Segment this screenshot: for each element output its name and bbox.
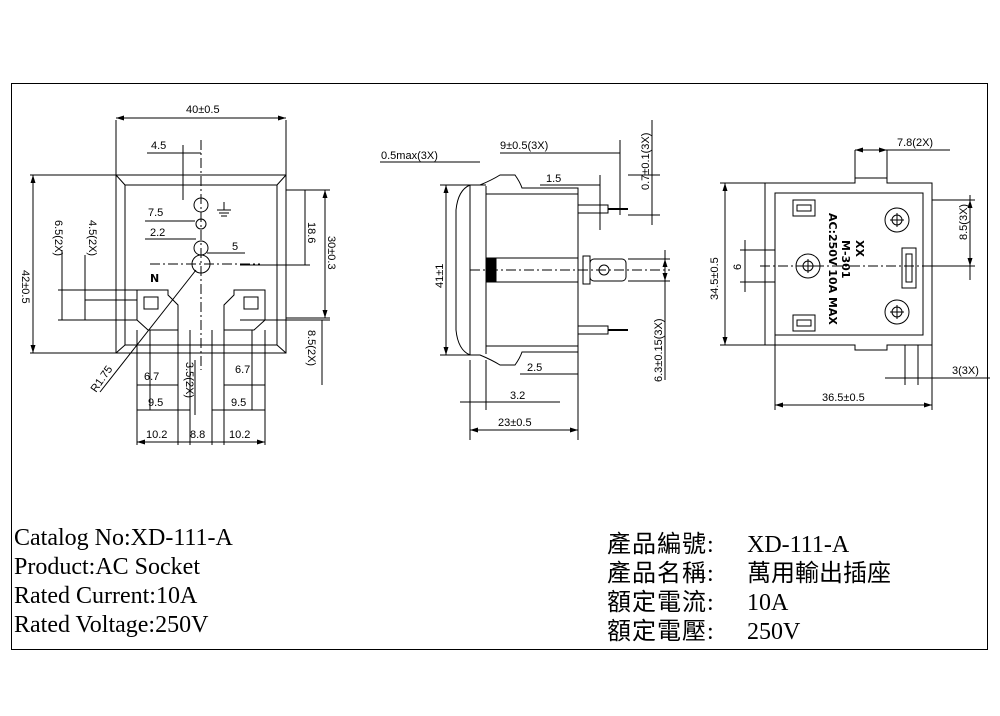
- dim-front-slot-left-a: 6.5(2X): [52, 220, 64, 256]
- dim-rear-side: 8.5(3X): [958, 204, 970, 240]
- dim-front-pitch-right: 9.5: [231, 397, 246, 409]
- dim-front-right-a: 18.6: [305, 222, 317, 243]
- dimension-arrows: [30, 115, 973, 445]
- dim-front-pitch-left: 9.5: [148, 397, 163, 409]
- slot-right: [223, 289, 266, 331]
- dim-front-earth-gap: 2.2: [150, 227, 165, 239]
- terminal-top-left: [792, 199, 816, 217]
- dim-side-flange: 0.5max(3X): [381, 150, 438, 162]
- dim-front-pin-dia: 5: [232, 241, 238, 253]
- spec-block-english: Catalog No:XD-111-A Product:AC Socket Ra…: [14, 524, 233, 640]
- screw-icon: [884, 299, 910, 325]
- dim-front-bottom-left: 10.2: [146, 429, 167, 441]
- dim-front-slot-h: 3.5(2X): [183, 362, 195, 398]
- dim-side-pin-len: 9±0.5(3X): [500, 140, 548, 152]
- spec-catalog-no: Catalog No:XD-111-A: [14, 525, 233, 551]
- dim-side-height: 41±1: [434, 264, 446, 288]
- dim-side-step: 1.5: [546, 173, 561, 185]
- earth-symbol-icon: [217, 202, 231, 217]
- spec-zh-rated-voltage: 額定電壓:250V: [607, 619, 801, 645]
- model-mark: M-301: [839, 240, 852, 278]
- rear-view: [720, 149, 990, 410]
- rating-mark: AC:250V 10A MAX: [826, 213, 839, 325]
- dim-side-depth: 23±0.5: [498, 417, 532, 429]
- spec-zh-rated-current: 額定電流:10A: [607, 590, 789, 616]
- side-view: [380, 120, 670, 440]
- spec-rated-current: Rated Current:10A: [14, 583, 198, 609]
- dim-rear-height: 34.5±0.5: [709, 257, 721, 300]
- dim-front-slot-left-b: 4.5(2X): [86, 220, 98, 256]
- spec-rated-voltage: Rated Voltage:250V: [14, 612, 209, 638]
- dim-rear-bottom-right: 3(3X): [952, 365, 979, 377]
- dim-front-pin-offset: 4.5: [151, 140, 166, 152]
- pin-bottom: [577, 325, 609, 335]
- dim-front-bottom-right: 10.2: [229, 429, 250, 441]
- dim-front-slot-w-right: 6.7: [235, 364, 250, 376]
- dim-rear-width: 36.5±0.5: [822, 392, 865, 404]
- earth-pin-hole-2: [195, 218, 207, 230]
- spec-zh-catalog-no: 產品編號:XD-111-A: [607, 532, 850, 558]
- dim-front-bottom-center: 8.8: [190, 429, 205, 441]
- center-pin-hole-2: [191, 254, 211, 274]
- dim-front-right-c: 8.5(2X): [305, 330, 317, 366]
- spec-zh-product: 產品名稱:萬用輸出插座: [607, 561, 891, 587]
- brand-mark: XX: [853, 240, 866, 257]
- drawing-frame: [11, 83, 988, 650]
- dim-front-earth-top: 7.5: [148, 207, 163, 219]
- spec-product: Product:AC Socket: [14, 554, 200, 580]
- dim-side-pin-w: 6.3±0.15(3X): [653, 318, 665, 382]
- dim-front-slot-w-left: 6.7: [144, 371, 159, 383]
- dim-rear-tab: 7.8(2X): [897, 137, 933, 149]
- front-view: [30, 117, 330, 445]
- earth-pin-hole: [193, 197, 209, 213]
- slot-left: [136, 289, 179, 331]
- dim-side-b2: 3.2: [510, 390, 525, 402]
- dim-rear-small: 6: [732, 264, 744, 270]
- dim-front-width: 40±0.5: [186, 104, 220, 116]
- terminal-right: [901, 247, 917, 289]
- pin-top: [577, 204, 609, 214]
- dim-side-thick: 0.7±0.1(3X): [640, 133, 652, 190]
- screw-icon: [884, 207, 910, 233]
- dim-side-b1: 2.5: [527, 362, 542, 374]
- socket-body-side: [455, 174, 579, 366]
- dim-front-right-b: 30±0.3: [325, 236, 337, 270]
- label-neutral: N: [150, 272, 159, 285]
- spec-block-chinese: 產品編號:XD-111-A 產品名稱:萬用輸出插座 額定電流:10A 額定電壓:…: [607, 531, 891, 647]
- terminal-bottom-left: [792, 314, 816, 332]
- center-pin: [589, 258, 627, 282]
- dim-front-height: 42±0.5: [19, 270, 31, 304]
